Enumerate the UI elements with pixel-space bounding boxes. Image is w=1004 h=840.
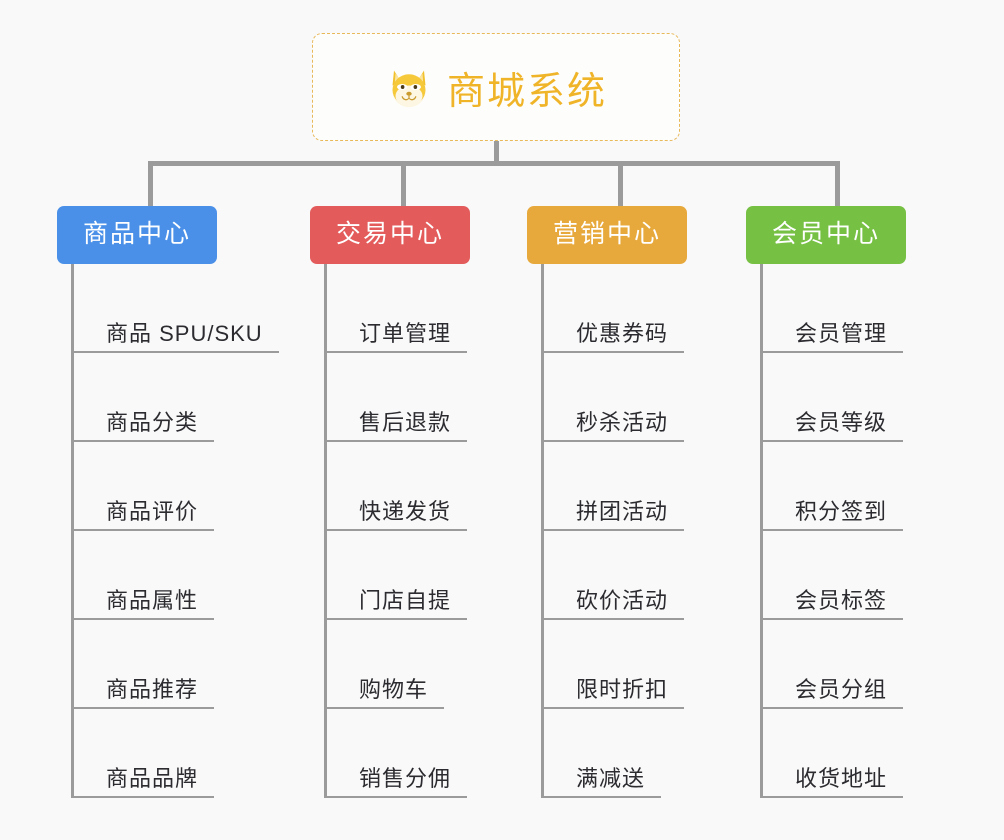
list-item[interactable]: 购物车 (327, 620, 470, 709)
leaf-label: 商品属性 (106, 588, 199, 613)
connector-drop-member-center (835, 161, 840, 206)
connector-root-stem (494, 141, 499, 165)
leaf-label: 门店自提 (359, 588, 452, 613)
leaf-label: 会员管理 (795, 321, 888, 346)
list-item[interactable]: 优惠券码 (544, 264, 687, 353)
leaf-label: 砍价活动 (576, 588, 669, 613)
leaf-label: 售后退款 (359, 410, 452, 435)
connector-drop-product-center (148, 161, 153, 206)
leaf-underline (327, 529, 467, 531)
leaf-label: 会员标签 (795, 588, 888, 613)
branch-member-center: 会员中心 会员管理 会员等级 积分签到 会员标签 会员分组 (746, 206, 907, 798)
branch-items-product-center: 商品 SPU/SKU 商品分类 商品评价 商品属性 商品推荐 商品品牌 (71, 264, 279, 798)
list-item[interactable]: 积分签到 (763, 442, 906, 531)
leaf-label: 商品 SPU/SKU (106, 321, 263, 346)
branch-header-member-center[interactable]: 会员中心 (746, 206, 907, 264)
list-item[interactable]: 会员标签 (763, 531, 906, 620)
list-item[interactable]: 订单管理 (327, 264, 470, 353)
leaf-underline (763, 618, 903, 620)
leaf-label: 快递发货 (359, 499, 452, 524)
list-item[interactable]: 商品评价 (74, 442, 217, 531)
leaf-underline (763, 351, 903, 353)
list-item[interactable]: 拼团活动 (544, 442, 687, 531)
leaf-label: 积分签到 (795, 499, 888, 524)
list-item[interactable]: 砍价活动 (544, 531, 687, 620)
leaf-underline (544, 796, 661, 798)
leaf-underline (327, 707, 444, 709)
leaf-label: 销售分佣 (359, 766, 452, 791)
leaf-underline (544, 440, 684, 442)
leaf-underline (74, 618, 214, 620)
leaf-underline (544, 351, 684, 353)
leaf-label: 会员等级 (795, 410, 888, 435)
list-item[interactable]: 商品分类 (74, 353, 217, 442)
leaf-underline (763, 440, 903, 442)
branch-marketing-center: 营销中心 优惠券码 秒杀活动 拼团活动 砍价活动 限时折扣 (527, 206, 688, 798)
leaf-underline (544, 529, 684, 531)
leaf-label: 会员分组 (795, 677, 888, 702)
leaf-underline (74, 529, 214, 531)
shiba-dog-face-icon (385, 63, 433, 111)
leaf-label: 满减送 (576, 766, 646, 791)
root-node[interactable]: 商城系统 (312, 33, 680, 141)
branch-items-member-center: 会员管理 会员等级 积分签到 会员标签 会员分组 收货地址 (760, 264, 906, 798)
leaf-label: 收货地址 (795, 766, 888, 791)
branch-header-marketing-center[interactable]: 营销中心 (527, 206, 688, 264)
connector-drop-marketing-center (618, 161, 623, 206)
leaf-underline (74, 707, 214, 709)
leaf-underline (763, 796, 903, 798)
connector-drop-trade-center (401, 161, 406, 206)
list-item[interactable]: 会员等级 (763, 353, 906, 442)
list-item[interactable]: 满减送 (544, 709, 687, 798)
leaf-underline (327, 796, 467, 798)
leaf-label: 商品品牌 (106, 766, 199, 791)
list-item[interactable]: 商品品牌 (74, 709, 217, 798)
list-item[interactable]: 商品 SPU/SKU (74, 264, 279, 353)
leaf-underline (544, 618, 684, 620)
branch-items-trade-center: 订单管理 售后退款 快递发货 门店自提 购物车 销售分佣 (324, 264, 470, 798)
list-item[interactable]: 收货地址 (763, 709, 906, 798)
branch-trade-center: 交易中心 订单管理 售后退款 快递发货 门店自提 购物车 (310, 206, 471, 798)
list-item[interactable]: 商品属性 (74, 531, 217, 620)
leaf-underline (74, 351, 279, 353)
leaf-label: 拼团活动 (576, 499, 669, 524)
leaf-underline (327, 440, 467, 442)
leaf-underline (327, 618, 467, 620)
leaf-label: 购物车 (359, 677, 429, 702)
list-item[interactable]: 快递发货 (327, 442, 470, 531)
list-item[interactable]: 会员分组 (763, 620, 906, 709)
leaf-label: 订单管理 (359, 321, 452, 346)
list-item[interactable]: 秒杀活动 (544, 353, 687, 442)
root-title: 商城系统 (446, 70, 607, 113)
list-item[interactable]: 销售分佣 (327, 709, 470, 798)
branch-header-product-center[interactable]: 商品中心 (57, 206, 218, 264)
leaf-underline (763, 707, 903, 709)
leaf-label: 商品分类 (106, 410, 199, 435)
list-item[interactable]: 售后退款 (327, 353, 470, 442)
leaf-label: 商品评价 (106, 499, 199, 524)
leaf-label: 秒杀活动 (576, 410, 669, 435)
list-item[interactable]: 门店自提 (327, 531, 470, 620)
connector-horizontal-bar (148, 161, 840, 166)
leaf-label: 限时折扣 (576, 677, 669, 702)
leaf-label: 商品推荐 (106, 677, 199, 702)
leaf-label: 优惠券码 (576, 321, 669, 346)
leaf-underline (327, 351, 467, 353)
leaf-underline (74, 796, 214, 798)
list-item[interactable]: 会员管理 (763, 264, 906, 353)
leaf-underline (74, 440, 214, 442)
leaf-underline (544, 707, 684, 709)
branch-items-marketing-center: 优惠券码 秒杀活动 拼团活动 砍价活动 限时折扣 满减送 (541, 264, 687, 798)
leaf-underline (763, 529, 903, 531)
branch-header-trade-center[interactable]: 交易中心 (310, 206, 471, 264)
list-item[interactable]: 限时折扣 (544, 620, 687, 709)
branch-product-center: 商品中心 商品 SPU/SKU 商品分类 商品评价 商品属性 商品推荐 (57, 206, 279, 798)
list-item[interactable]: 商品推荐 (74, 620, 217, 709)
